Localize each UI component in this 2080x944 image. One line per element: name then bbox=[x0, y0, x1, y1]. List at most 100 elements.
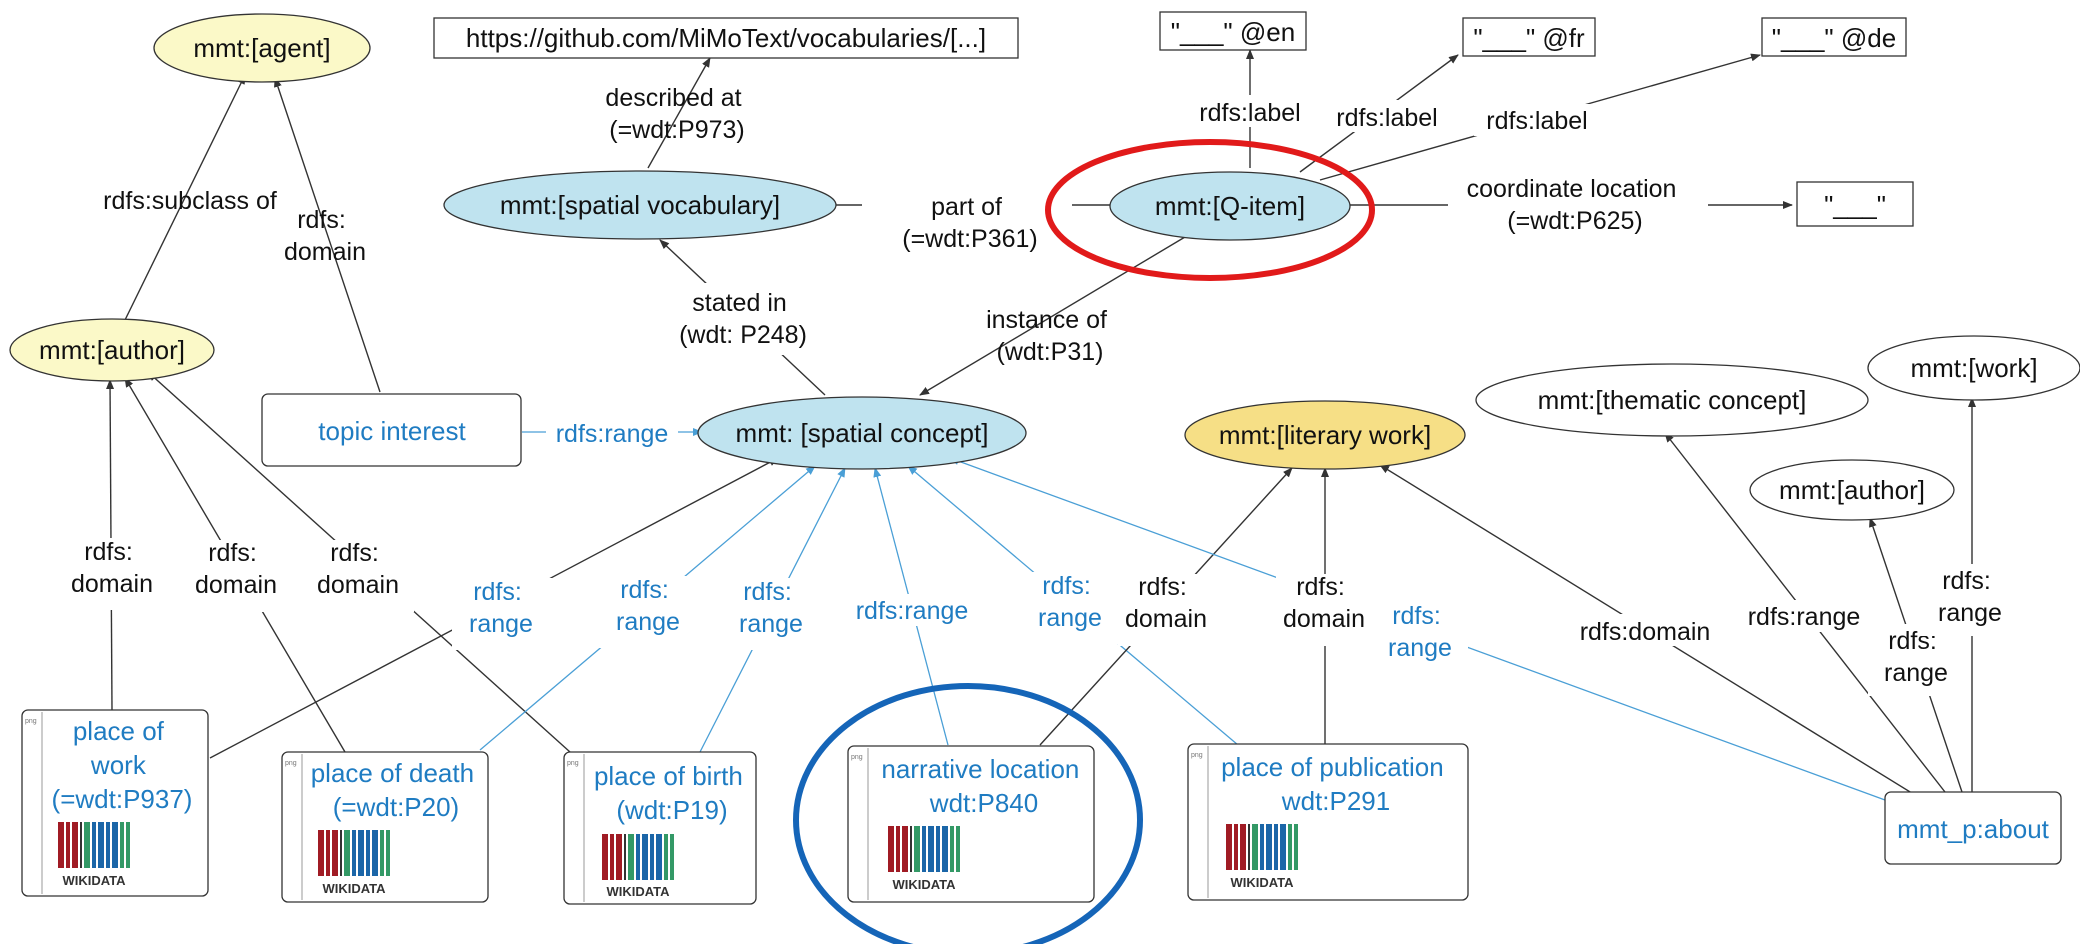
label-de-box[interactable]: "___" @de bbox=[1761, 17, 1907, 57]
label-backing-author-domain-1 bbox=[56, 538, 168, 610]
edge-label-described-at: described at (=wdt:P973) bbox=[605, 84, 748, 144]
node-agent[interactable]: mmt:[agent] bbox=[153, 13, 371, 83]
label-backing-lit-domain-1 bbox=[1118, 574, 1218, 646]
node-q-item-label: mmt:[Q-item] bbox=[1155, 191, 1305, 221]
node-author[interactable]: mmt:[author] bbox=[9, 318, 215, 382]
edge-label-instance-of: instance of (wdt:P31) bbox=[986, 306, 1114, 366]
property-narrative-location[interactable]: png narrative location wdt:P840 WIKIDATA bbox=[847, 745, 1095, 903]
node-agent-label: mmt:[agent] bbox=[193, 33, 330, 63]
label-backing-range-2 bbox=[598, 576, 698, 648]
topic-interest-label: topic interest bbox=[318, 416, 466, 446]
node-q-item[interactable]: mmt:[Q-item] bbox=[1109, 171, 1351, 241]
edge-label-range-4: rdfs:range bbox=[856, 597, 969, 625]
label-de-text: "___" @de bbox=[1772, 23, 1896, 53]
place-of-death-label: place of death (=wdt:P20) bbox=[311, 758, 482, 822]
node-author-right[interactable]: mmt:[author] bbox=[1749, 459, 1955, 521]
node-work-right-label: mmt:[work] bbox=[1910, 353, 2037, 383]
wikidata-text-1: WIKIDATA bbox=[62, 873, 126, 888]
wikidata-text-4: WIKIDATA bbox=[892, 877, 956, 892]
node-spatial-concept-label: mmt: [spatial concept] bbox=[736, 418, 989, 448]
edge-label-range-2: rdfs: range bbox=[616, 576, 680, 636]
property-about[interactable]: mmt_p:about bbox=[1884, 791, 2062, 865]
node-author-label: mmt:[author] bbox=[39, 335, 185, 365]
property-place-of-publication[interactable]: png place of publication wdt:P291 WIKIDA… bbox=[1187, 743, 1469, 901]
property-place-of-work[interactable]: png place of work (=wdt:P937) WIKIDATA bbox=[21, 709, 209, 897]
label-backing-de bbox=[1474, 104, 1600, 136]
wikidata-logo-5: WIKIDATA bbox=[1226, 824, 1298, 890]
place-of-birth-label: place of birth (wdt:P19) bbox=[594, 761, 750, 825]
node-thematic-concept[interactable]: mmt:[thematic concept] bbox=[1475, 363, 1869, 437]
label-backing-about-domain bbox=[1566, 614, 1722, 646]
wikidata-logo-1: WIKIDATA bbox=[58, 822, 130, 888]
coordinate-value-text: "___" bbox=[1824, 190, 1886, 220]
node-spatial-vocabulary-label: mmt:[spatial vocabulary] bbox=[500, 190, 780, 220]
edge-label-rdfs-label-fr: rdfs:label bbox=[1336, 104, 1437, 132]
edge-label-agent-domain: rdfs: domain bbox=[284, 206, 366, 266]
label-backing-topic-range bbox=[546, 418, 678, 450]
wikidata-logo-2: WIKIDATA bbox=[318, 830, 390, 896]
wikidata-text-3: WIKIDATA bbox=[606, 884, 670, 899]
edge-label-about-range-work: rdfs: range bbox=[1938, 567, 2002, 627]
property-topic-interest[interactable]: topic interest bbox=[261, 393, 522, 467]
edge-subclass-of bbox=[124, 74, 246, 321]
wikidata-logo-3: WIKIDATA bbox=[602, 834, 674, 899]
edge-described-at bbox=[647, 57, 711, 169]
label-en-box[interactable]: "___" @en bbox=[1159, 11, 1307, 51]
edge-label-range-3: rdfs: range bbox=[739, 578, 803, 638]
narrative-location-badge: png bbox=[851, 754, 863, 761]
place-of-death-badge: png bbox=[285, 760, 297, 767]
edge-label-subclass-of: rdfs:subclass of bbox=[103, 187, 277, 215]
wikidata-text-5: WIKIDATA bbox=[1230, 875, 1294, 890]
edge-labels: rdfs:subclass of rdfs: domain described … bbox=[56, 84, 2016, 696]
label-fr-box[interactable]: "___" @fr bbox=[1462, 17, 1596, 57]
label-backing-stated-in bbox=[665, 283, 825, 355]
property-place-of-birth[interactable]: png place of birth (wdt:P19) WIKIDATA bbox=[563, 751, 757, 905]
place-of-birth-badge: png bbox=[567, 760, 579, 767]
edge-label-range-1: rdfs: range bbox=[469, 578, 533, 638]
label-backing-range-4 bbox=[842, 594, 984, 626]
edge-label-topic-range: rdfs:range bbox=[556, 420, 669, 448]
url-box[interactable]: https://github.com/MiMoText/vocabularies… bbox=[433, 17, 1019, 59]
edge-label-coordinate-location: coordinate location (=wdt:P625) bbox=[1467, 175, 1684, 235]
edge-label-stated-in: stated in (wdt: P248) bbox=[679, 289, 807, 349]
edge-label-part-of: part of (=wdt:P361) bbox=[902, 193, 1038, 253]
edge-label-about-range-blue: rdfs: range bbox=[1388, 602, 1452, 662]
node-author-right-label: mmt:[author] bbox=[1779, 475, 1925, 505]
label-backing-about-range-thematic bbox=[1736, 600, 1872, 632]
edge-label-author-domain-1: rdfs: domain bbox=[71, 538, 153, 598]
label-backing-about-range-blue bbox=[1374, 600, 1468, 672]
edge-label-rdfs-label-en: rdfs:label bbox=[1199, 99, 1300, 127]
place-of-work-label: place of work (=wdt:P937) bbox=[52, 716, 193, 814]
label-backing-author-domain-3 bbox=[302, 540, 414, 612]
property-place-of-death[interactable]: png place of death (=wdt:P20) WIKIDATA bbox=[281, 751, 489, 903]
label-backing-range-1 bbox=[452, 578, 552, 650]
label-backing-part-of bbox=[862, 186, 1072, 260]
node-literary-work[interactable]: mmt:[literary work] bbox=[1184, 400, 1466, 470]
class-nodes: mmt:[agent] mmt:[author] mmt:[spatial vo… bbox=[9, 13, 2080, 521]
edge-label-lit-domain-2: rdfs: domain bbox=[1283, 573, 1365, 633]
highlight-red-ellipse bbox=[1045, 139, 1375, 281]
label-backing-range-3 bbox=[722, 578, 822, 650]
node-work-right[interactable]: mmt:[work] bbox=[1867, 335, 2080, 401]
label-backing-lit-domain-2 bbox=[1276, 574, 1376, 646]
node-spatial-vocabulary[interactable]: mmt:[spatial vocabulary] bbox=[443, 170, 837, 240]
place-of-publication-label: place of publication wdt:P291 bbox=[1221, 752, 1451, 816]
literal-boxes: https://github.com/MiMoText/vocabularies… bbox=[433, 11, 1914, 227]
edge-label-lit-domain-1: rdfs: domain bbox=[1125, 573, 1207, 633]
highlight-blue-ellipse bbox=[793, 683, 1143, 944]
edge-instance-of bbox=[919, 236, 1186, 396]
place-of-work-badge: png bbox=[25, 718, 37, 725]
node-thematic-concept-label: mmt:[thematic concept] bbox=[1538, 385, 1807, 415]
node-literary-work-label: mmt:[literary work] bbox=[1219, 420, 1431, 450]
label-backing-range-5 bbox=[1022, 572, 1118, 644]
edge-label-rdfs-label-de: rdfs:label bbox=[1486, 107, 1587, 135]
edge-topic-agent-domain bbox=[274, 77, 381, 393]
coordinate-value-box[interactable]: "___" bbox=[1796, 181, 1914, 227]
narrative-location-label: narrative location wdt:P840 bbox=[881, 754, 1086, 818]
node-spatial-concept[interactable]: mmt: [spatial concept] bbox=[697, 396, 1027, 470]
edge-label-about-range-thematic: rdfs:range bbox=[1748, 603, 1861, 631]
edge-label-range-5: rdfs: range bbox=[1038, 572, 1102, 632]
label-backing-author-domain-2 bbox=[182, 540, 294, 612]
property-boxes: topic interest png place of work (=wdt:P… bbox=[21, 393, 2062, 905]
